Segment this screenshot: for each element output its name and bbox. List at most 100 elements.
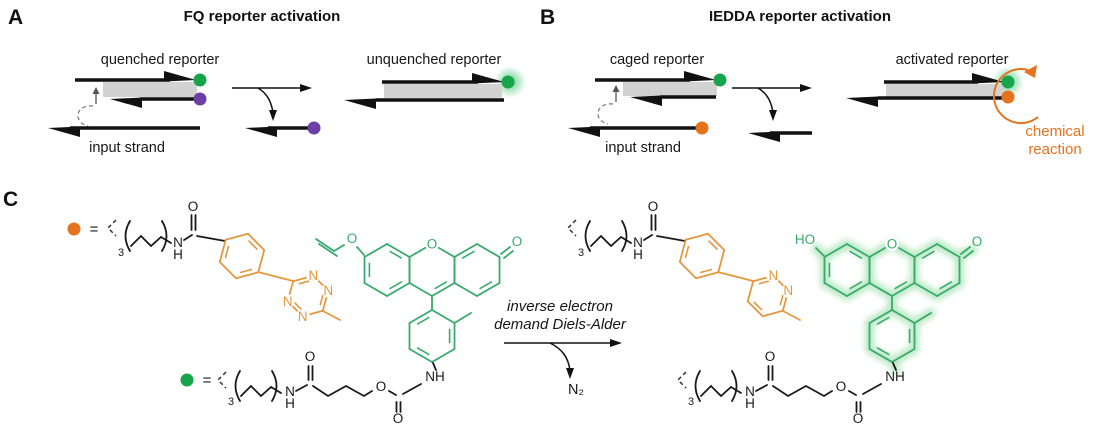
caged-fluorophore-dot [713,73,727,87]
atom-label: O [188,199,199,214]
toehold-arrowhead [612,85,620,92]
fluorophore-dot [193,73,207,87]
arrowhead [610,339,622,347]
atom-label: H [745,396,755,411]
xanthene-left-ring [363,243,411,297]
reaction-arrows-b [732,84,812,121]
xanthene-right-ring [913,243,961,297]
chemical-reaction-annotation: chemical reaction [992,65,1085,158]
duplex-region [384,84,502,98]
atom-label: O [427,237,438,252]
legend-green: = [180,372,212,389]
circular-reaction-arrow [992,68,1039,125]
reactant-fluorophore-linker: 3 N H O O O [216,349,437,426]
strand-arrowhead [110,97,142,108]
panel-a-title: FQ reporter activation [184,8,341,25]
arrowhead [800,84,812,92]
dna-attachment-squiggle [566,219,577,237]
dna-attachment-squiggle [216,371,227,389]
atom-label: N [783,283,793,298]
duplex-region [886,84,1004,97]
displacement-dashed-arrow [597,103,614,125]
arrowhead [769,110,777,121]
atom-label: N [283,294,293,309]
product-fluorophore-glow [811,239,978,375]
legend-orange: = [67,221,99,238]
arrowhead [269,110,277,121]
atom-label: O [765,349,776,364]
reactant-tetrazine-linker: 3 N H O [106,199,226,262]
atom-label: N [309,268,319,283]
product-pyridazine-linker: 3 N H O [566,199,686,262]
caged-reporter-diagram [595,71,727,125]
atom-label: O [305,349,316,364]
quenched-reporter-diagram [75,71,207,127]
iedda-reaction-arrow: inverse electron demand Diels-Alder N₂ [494,298,627,398]
strand-arrowhead [48,126,80,137]
reactant-fluorescein: O O O NH [315,231,523,384]
atom-label: NH [425,369,445,384]
panel-a: A FQ reporter activation quenched report… [8,6,526,156]
unquenched-reporter-diagram [344,66,526,109]
panel-b-title: IEDDA reporter activation [709,8,891,25]
atom-label: O [648,199,659,214]
repeat-subscript: 3 [688,396,694,408]
repeat-subscript: 3 [228,396,234,408]
reaction-arrows-a [232,84,312,121]
toehold-arrowhead [92,87,100,94]
atom-label: N [298,309,308,324]
panel-b-letter: B [540,6,555,29]
released-quencher-strand [245,121,321,137]
dna-attachment-squiggle [106,219,117,237]
atom-label: H [285,396,295,411]
input-strand-a: input strand [48,126,200,156]
tetrazine-dot [695,121,709,135]
strand-arrowhead [344,98,376,109]
atom-label: NH [885,369,905,384]
panel-c-letter: C [3,188,18,211]
activated-reporter-diagram [846,66,1024,107]
product-fluorophore-linker: 3 N H O O O [676,349,897,426]
repeat-subscript: 3 [118,247,124,259]
chemical-reaction-label-line1: chemical [1025,123,1084,140]
benzene-pyridazine-bond [717,271,801,321]
atom-label: N [173,235,183,250]
duplex-region [623,82,717,96]
atom-label: HO [795,232,815,247]
fluorophore-dot [501,75,515,89]
tolyl-ring [868,309,916,363]
arrowhead [300,84,312,92]
pyridazine-ring: NN [746,268,796,318]
strand-arrowhead [472,73,504,84]
atom-label: N [769,268,779,283]
atom-label: O [512,234,523,249]
strand-arrowhead [846,96,878,107]
equals-sign: = [90,221,99,238]
atom-label: H [633,247,643,262]
atom-label: O [853,411,864,426]
product-benzene-ring [678,232,726,280]
activated-fluorophore-dot [1001,75,1015,89]
strand-arrowhead [684,71,716,82]
panel-a-letter: A [8,6,23,29]
strand-arrowhead [748,131,780,142]
circular-arrowhead [1024,65,1037,78]
tetrazine-dot [67,222,81,236]
reactant-benzene-ring [218,232,266,280]
arrowhead [566,368,574,379]
atom-label: N [633,235,643,250]
displacement-dashed-arrow [77,105,94,127]
atom-label: O [972,234,983,249]
xanthene-right-ring [453,243,501,297]
chemical-reaction-label-line2: reaction [1028,141,1081,158]
xanthene-middle-ring: O [868,237,916,297]
fluorescein-bonds [315,238,514,324]
n2-byproduct-label: N₂ [568,382,584,398]
activated-reporter-label: activated reporter [896,52,1009,68]
atom-label: O [836,379,847,394]
atom-label: N [745,384,755,399]
reaction-name-line1: inverse electron [507,298,613,315]
